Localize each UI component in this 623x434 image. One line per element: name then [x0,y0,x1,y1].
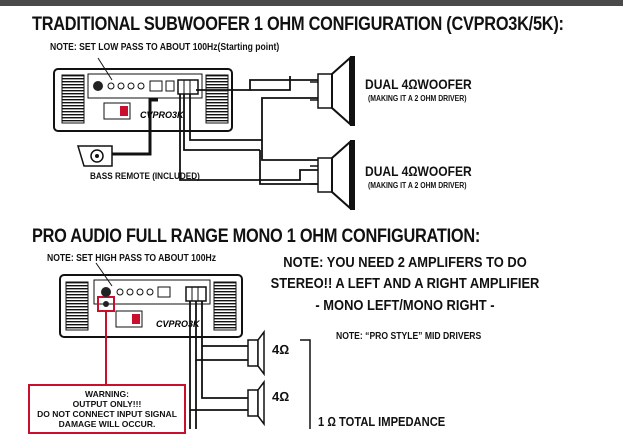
warning-line1: WARNING: [85,389,129,399]
input-jack-icon [93,81,103,91]
warning-line2: OUTPUT ONLY!!! [72,399,142,409]
amp1-model-text: CVPRO3K [140,110,185,120]
woofer1-sub: (MAKING IT A 2 OHM DRIVER) [368,94,467,103]
woofer2-sub: (MAKING IT A 2 OHM DRIVER) [368,181,467,190]
bass-remote-label: BASS REMOTE (INCLUDED) [90,171,200,182]
section2-note: NOTE: SET HIGH PASS TO ABOUT 100Hz [47,253,217,264]
warning-line4: DAMAGE WILL OCCUR. [58,419,156,429]
woofer-1 [310,55,355,127]
woofer2-label: DUAL 4ΩWOOFER [365,163,472,179]
speaker-terminal-icon [177,79,199,95]
section1-wires [179,76,318,185]
top-bar [0,0,623,6]
bass-remote [76,145,113,167]
ohm-label-2: 4Ω [272,389,290,404]
mid-driver-2 [247,379,265,427]
mid-driver-1 [247,329,265,377]
pro-style-note: NOTE: “PRO STYLE” MID DRIVERS [336,331,482,342]
section2-wires [189,301,248,429]
amp2-model-text: CVPRO3K [156,319,201,329]
woofer-2 [310,139,355,211]
section1-note: NOTE: SET LOW PASS TO ABOUT 100Hz(Starti… [50,42,280,53]
section2-title: PRO AUDIO FULL RANGE MONO 1 OHM CONFIGUR… [32,226,481,247]
total-impedance-label: 1 Ω TOTAL IMPEDANCE [318,414,446,429]
ohm-label-1: 4Ω [272,342,290,357]
impedance-bracket [300,339,311,429]
amplifier-1: CVPRO3K [53,68,233,132]
speaker-terminal-2-icon [185,286,207,302]
pro-note-line2: STEREO!! A LEFT AND A RIGHT AMPLIFIER [270,275,540,292]
woofer1-label: DUAL 4ΩWOOFER [365,76,472,92]
section1-title: TRADITIONAL SUBWOOFER 1 OHM CONFIGURATIO… [32,14,564,35]
pro-note-line1: NOTE: YOU NEED 2 AMPLIFERS TO DO [283,254,527,271]
pro-note-line3: - MONO LEFT/MONO RIGHT - [315,297,495,314]
amplifier-2: CVPRO3K [59,274,243,338]
warning-line3: DO NOT CONNECT INPUT SIGNAL [37,409,177,419]
